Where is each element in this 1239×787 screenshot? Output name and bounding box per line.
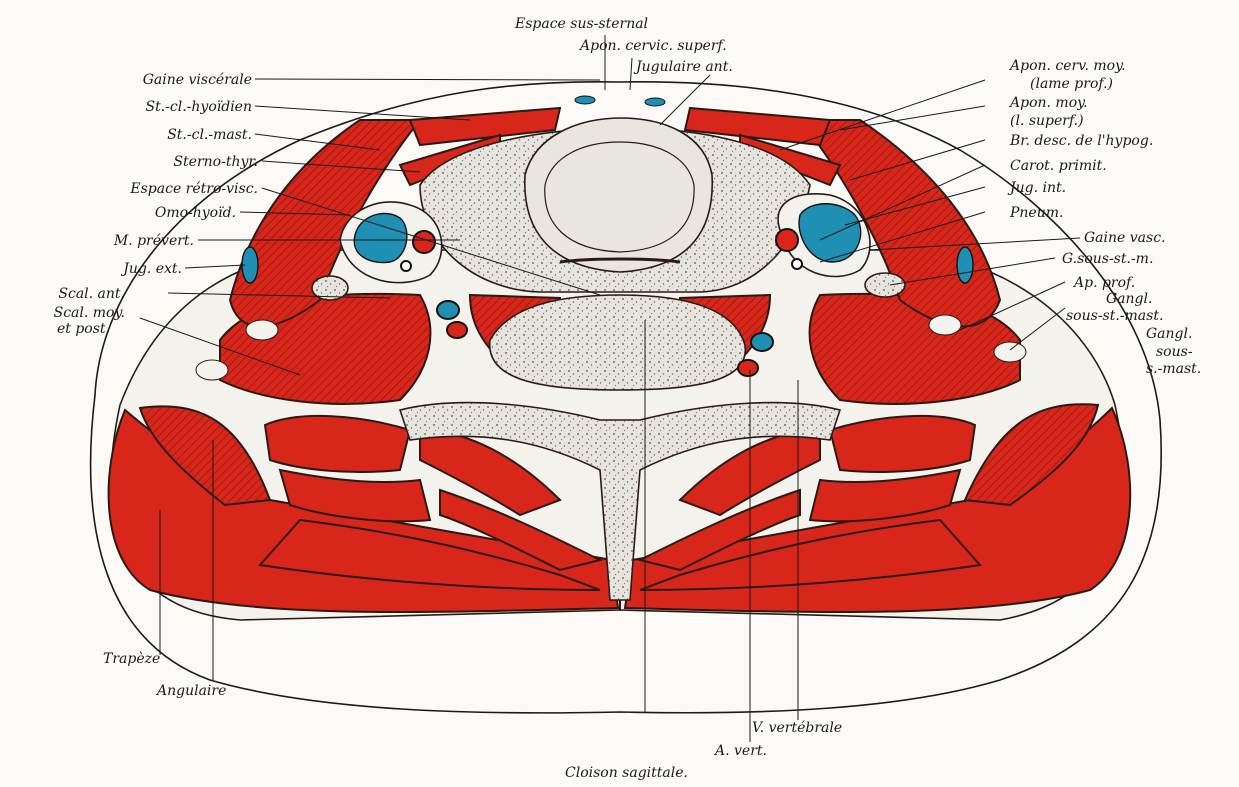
label-espace-retro-visc: Espace rétro-visc. [129, 181, 258, 197]
anterior-jugular-left [575, 96, 595, 104]
label-gaine-vasc: Gaine vasc. [1084, 230, 1166, 246]
label-ap-prof: Ap. prof. [1072, 275, 1135, 291]
label-g-sous-st-m: G.sous-st.-m. [1062, 251, 1153, 267]
vertebral-body [490, 295, 746, 390]
label-jug-int: Jug. int. [1007, 180, 1066, 196]
lymph-node-right-3 [994, 342, 1026, 362]
label-scal-ant: Scal. ant. [58, 286, 125, 302]
label-trapeze: Trapèze [103, 651, 160, 667]
lymph-node-left-2 [246, 320, 278, 340]
label-gangl-line1: Gangl. [1106, 291, 1152, 307]
label-apon-moy-line2: (l. superf.) [1010, 113, 1084, 129]
posterior-muscle-left-1 [265, 416, 410, 472]
carotid-artery-right [776, 229, 798, 251]
label-gangl-line2: sous-st.-mast. [1066, 308, 1163, 324]
label-gangl2-line2: sous- [1156, 344, 1193, 360]
posterior-muscle-right-1 [830, 416, 975, 472]
label-carot-primit: Carot. primit. [1010, 158, 1107, 174]
label-angulaire: Angulaire [155, 683, 226, 699]
label-apon-cervic-superf: Apon. cervic. superf. [578, 38, 727, 54]
label-espace-sus-sternal: Espace sus-sternal [514, 16, 648, 32]
vagus-nerve-left [401, 261, 411, 271]
label-a-vert: A. vert. [713, 743, 767, 759]
label-br-desc: Br. desc. de l'hypog. [1009, 133, 1153, 149]
vertebral-artery-right [738, 360, 758, 376]
vertebral-vein-left [437, 301, 459, 319]
label-jugulaire-ant: Jugulaire ant. [633, 59, 733, 75]
label-scal-moy-line2: et post. [57, 321, 110, 337]
label-gangl2-line1: Gangl. [1146, 326, 1192, 342]
label-sterno-thyr: Sterno-thyr. [173, 154, 258, 170]
lymph-node-right-2 [929, 315, 961, 335]
vagus-nerve-right [792, 259, 802, 269]
vertebral-vein-right [751, 333, 773, 351]
label-gangl2-line3: s.-mast. [1146, 361, 1201, 377]
label-pneum: Pneum. [1009, 205, 1063, 221]
label-cloison-sagittale: Cloison sagittale. [565, 765, 688, 781]
label-jug-ext: Jug. ext. [120, 261, 182, 277]
lymph-node-right-1 [865, 273, 905, 297]
label-st-cl-mast: St.-cl.-mast. [167, 127, 252, 143]
label-scal-moy-line1: Scal. moy. [54, 305, 125, 321]
vertebral-artery-left [447, 322, 467, 338]
label-apon-cerv-moy-line1: Apon. cerv. moy. [1008, 58, 1126, 74]
label-omo-hyoid: Omo-hyoïd. [155, 205, 236, 221]
anterior-jugular-right [645, 98, 665, 106]
label-apon-cerv-moy-line2: (lame prof.) [1030, 76, 1113, 92]
labels-top: Espace sus-sternal Apon. cervic. superf.… [514, 16, 733, 75]
label-v-vertebrale: V. vertébrale [752, 720, 842, 736]
label-st-cl-hyoidien: St.-cl.-hyoïdien [146, 99, 252, 115]
trachea [525, 118, 712, 272]
label-gaine-viscerale: Gaine viscérale [143, 72, 252, 88]
label-apon-moy-line1: Apon. moy. [1008, 95, 1088, 111]
label-m-prevert: M. prévert. [113, 233, 194, 249]
external-jugular-right [957, 247, 973, 283]
lymph-node-left-3 [196, 360, 228, 380]
